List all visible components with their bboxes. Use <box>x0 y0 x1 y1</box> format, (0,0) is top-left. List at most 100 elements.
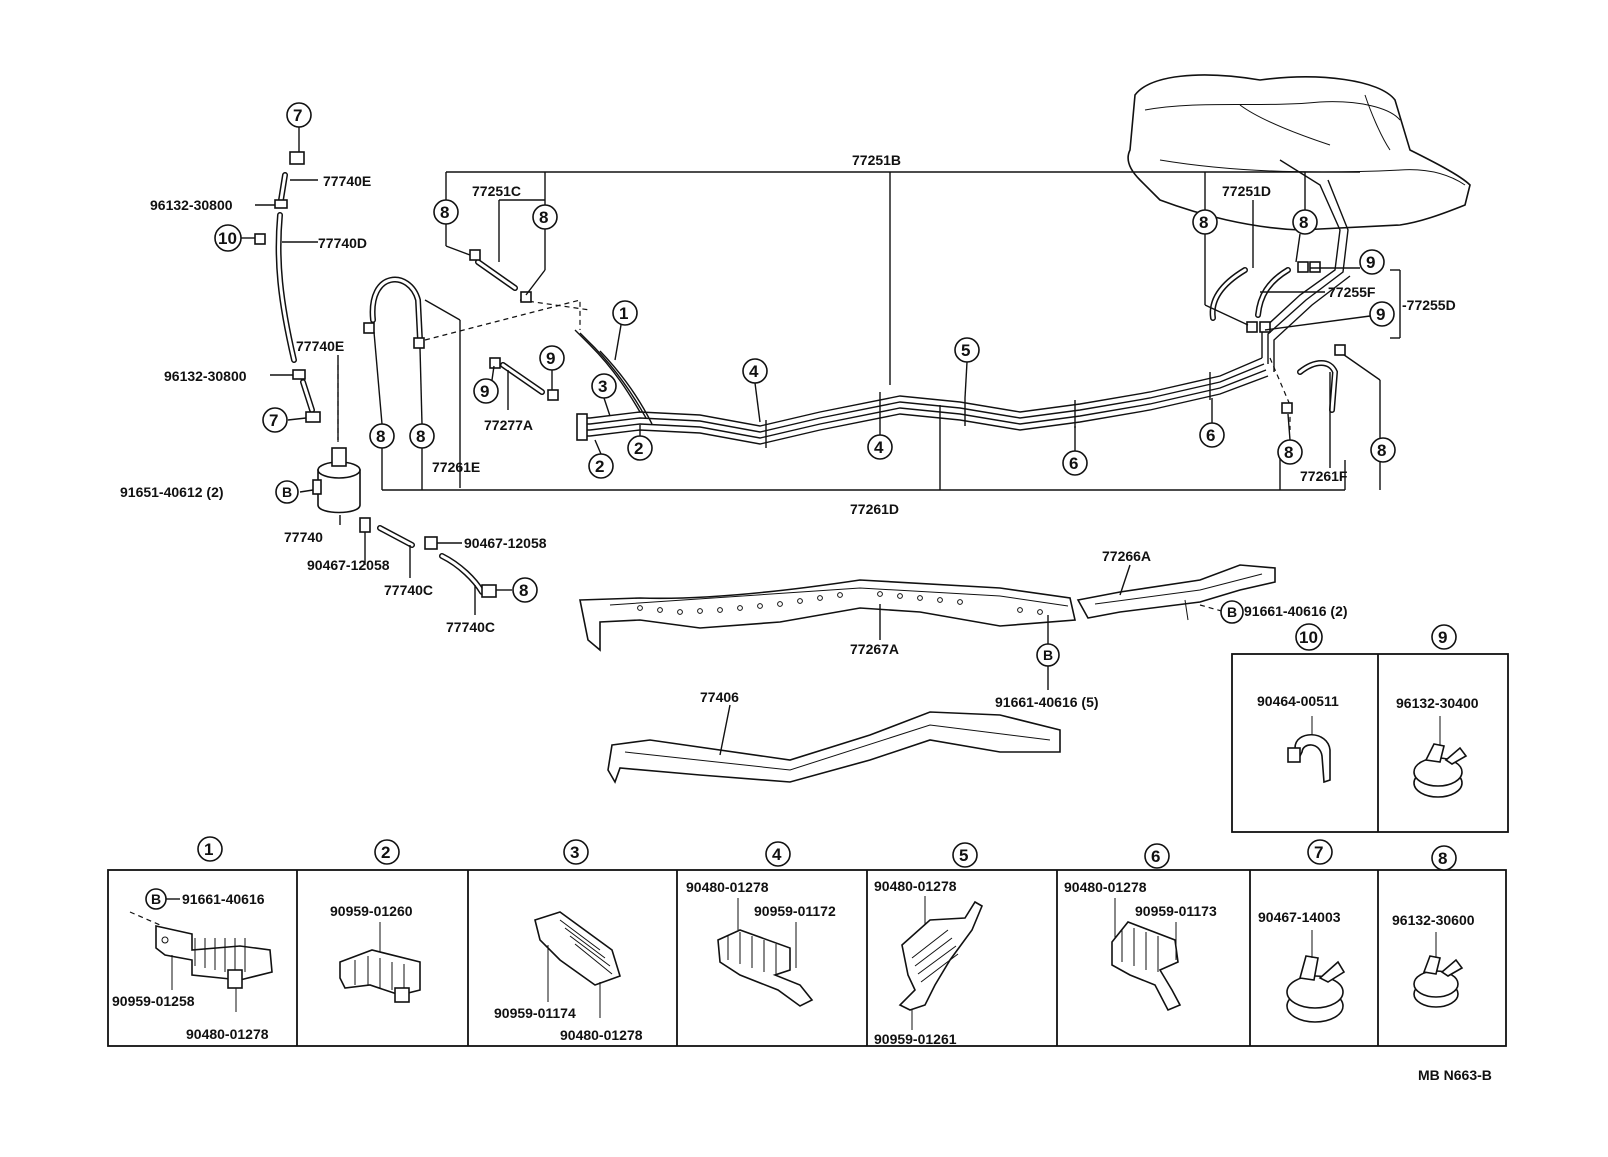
clamp-part-90464-00511: 90464-00511 <box>1257 693 1339 709</box>
clip-4-part-90959-01172: 90959-01172 <box>754 903 836 919</box>
clip-77251c-a <box>469 249 481 261</box>
clip-4-part-90480-01278: 90480-01278 <box>686 879 769 895</box>
clip-6-part-90480-01278: 90480-01278 <box>1064 879 1147 895</box>
callout-6-mid: 6 <box>1069 454 1078 473</box>
callout-9-tank-top: 9 <box>1366 253 1375 272</box>
callout-8-77261-a: 8 <box>376 427 385 446</box>
clip-tank-a <box>1246 321 1258 333</box>
clip-1-b-mark: B <box>151 891 161 907</box>
clip-5-part-90959-01261: 90959-01261 <box>874 1031 957 1047</box>
label-77266a: 77266A <box>1102 548 1151 564</box>
label-77255f: 77255F <box>1328 284 1376 300</box>
label-90467-12058-left: 90467-12058 <box>307 557 390 573</box>
label-77251d: 77251D <box>1222 183 1271 199</box>
clip-tank-c <box>1297 261 1309 273</box>
drawing-code: MB N663-B <box>1418 1067 1492 1083</box>
callout-8-tank-right: 8 <box>1299 213 1308 232</box>
clip-callout-7: 7 <box>1314 843 1323 862</box>
label-91661-40616-5: 91661-40616 (5) <box>995 694 1099 710</box>
clamp-panel: 10 9 90464-00511 96132-30400 <box>1231 623 1509 833</box>
callout-9-tank-bottom: 9 <box>1376 305 1385 324</box>
clamp-callout-9: 9 <box>1438 628 1447 647</box>
protector-77267a-holes <box>637 591 1043 615</box>
label-77406: 77406 <box>700 689 739 705</box>
hose-77261f: 77261F <box>1269 344 1381 490</box>
callout-8-tank-left: 8 <box>1199 213 1208 232</box>
label-77740e-mid: 77740E <box>296 338 344 354</box>
clip-8-part-96132-30600: 96132-30600 <box>1392 912 1475 928</box>
label-77261f: 77261F <box>1300 468 1348 484</box>
callout-8-77740c: 8 <box>519 581 528 600</box>
callout-4-lower: 4 <box>874 438 884 457</box>
bracket-77251d: 77251D <box>1209 183 1291 321</box>
bracket-77251c: 77251C <box>472 183 545 291</box>
hoses-77740c: 90467-12058 90467-12058 77740C 77740C <box>307 517 547 635</box>
callout-10: 10 <box>218 229 237 248</box>
clip-tank-b <box>1259 321 1271 333</box>
label-77740e-top: 77740E <box>323 173 371 189</box>
label-77740d: 77740D <box>318 235 367 251</box>
callout-7-mid: 7 <box>269 411 278 430</box>
leader-9-tank-b <box>1264 315 1371 331</box>
callout-2-main-left: 2 <box>595 457 604 476</box>
callout-b-canister: B <box>282 484 292 500</box>
callout-b-77267a: B <box>1043 647 1053 663</box>
protector-77266a: 77266A 91661-40616 (2) <box>1076 548 1348 621</box>
label-77251b: 77251B <box>852 152 901 168</box>
clamp-part-96132-30400: 96132-30400 <box>1396 695 1479 711</box>
callout-3-main: 3 <box>598 377 607 396</box>
label-96132-30800-top: 96132-30800 <box>150 197 233 213</box>
hose-77261e: 77261E <box>363 276 581 488</box>
callout-8-77251-right: 8 <box>539 208 548 227</box>
callout-8-77261-b: 8 <box>416 427 425 446</box>
callout-2-main-right: 2 <box>634 439 643 458</box>
bracket-77255: 77255F -77255D <box>1260 269 1456 339</box>
clip-77251c-b <box>520 291 532 303</box>
callout-b-77266a: B <box>1227 604 1237 620</box>
label-96132-30800-mid: 96132-30800 <box>164 368 247 384</box>
main-fuel-pipes <box>574 159 1351 448</box>
clip-1-part-90959-01258: 90959-01258 <box>112 993 195 1009</box>
clip-3-part-90480-01278: 90480-01278 <box>560 1027 643 1043</box>
label-77740c-b: 77740C <box>446 619 495 635</box>
callouts-main: 7 10 7 B 8 8 8 1 9 9 <box>214 102 1396 667</box>
callout-4-upper: 4 <box>749 362 759 381</box>
callout-6-right: 6 <box>1206 426 1215 445</box>
clip-5-part-90480-01278: 90480-01278 <box>874 878 957 894</box>
clip-panel: 1 2 3 4 5 6 7 8 B 91661-40616 90959-0125… <box>107 836 1507 1047</box>
label-77261d: 77261D <box>850 501 899 517</box>
protector-77406: 77406 <box>607 689 1061 784</box>
clip-3-part-90959-01174: 90959-01174 <box>494 1005 576 1021</box>
fuel-tank <box>1127 74 1471 231</box>
label-77255d: -77255D <box>1402 297 1456 313</box>
label-77267a: 77267A <box>850 641 899 657</box>
vapor-line-left: 77740E 96132-30800 77740D 77740E 96132-3… <box>150 151 371 445</box>
label-77261e: 77261E <box>432 459 480 475</box>
label-77740: 77740 <box>284 529 323 545</box>
callout-5-main: 5 <box>961 341 970 360</box>
callout-9-b: 9 <box>480 382 489 401</box>
clip-1-part-90480-01278: 90480-01278 <box>186 1026 269 1042</box>
canister-77740: 77740 91651-40612 (2) <box>120 447 361 545</box>
bracket-77251b: 77251B <box>445 152 1360 385</box>
clip-6-part-90959-01173: 90959-01173 <box>1135 903 1217 919</box>
hose-77277a: 77277A <box>484 357 559 433</box>
callout-8-77261f-right: 8 <box>1377 441 1386 460</box>
callout-8-77251-left: 8 <box>440 203 449 222</box>
clip-callout-4: 4 <box>772 845 782 864</box>
clip-7-part-90467-14003: 90467-14003 <box>1258 909 1341 925</box>
label-91661-40616-2: 91661-40616 (2) <box>1244 603 1348 619</box>
clip-callout-6: 6 <box>1151 847 1160 866</box>
callout-8-77261f-left: 8 <box>1284 443 1293 462</box>
clip-callout-8: 8 <box>1438 849 1447 868</box>
clip-callout-3: 3 <box>570 843 579 862</box>
callout-1-main: 1 <box>619 304 628 323</box>
clip-tank-d <box>1309 261 1321 273</box>
pipe-ends-left <box>576 413 590 441</box>
label-91651-40612: 91651-40612 (2) <box>120 484 224 500</box>
protector-77267a: 77267A 91661-40616 (5) <box>579 579 1099 710</box>
callout-9-a: 9 <box>546 349 555 368</box>
clip-callout-1: 1 <box>204 840 213 859</box>
